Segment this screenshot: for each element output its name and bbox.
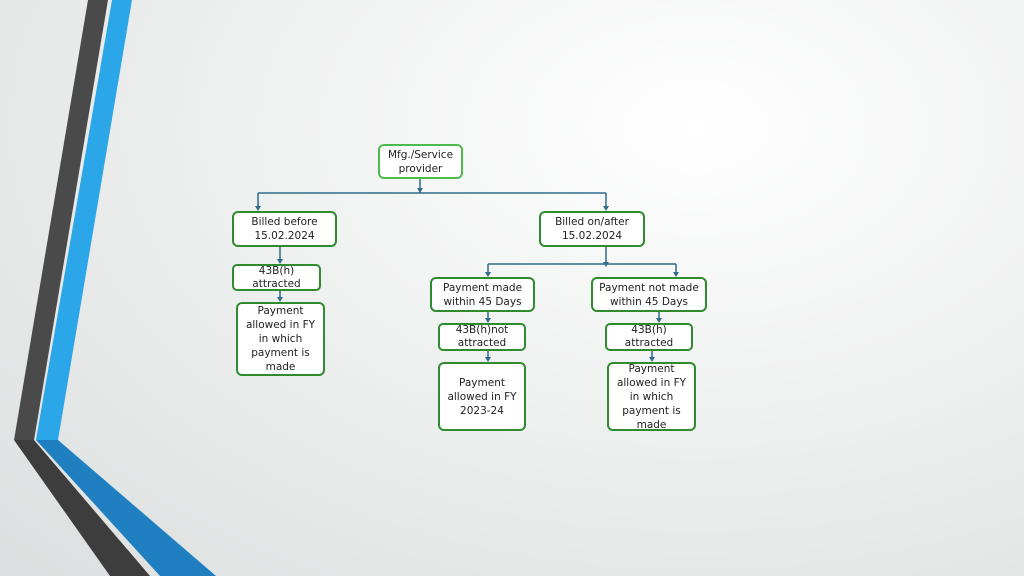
arrowhead-icon [649, 357, 655, 362]
arrowhead-icon [255, 206, 261, 211]
node-before-payment-allowed: Payment allowed in FY in which payment i… [236, 302, 325, 376]
arrowhead-icon [485, 357, 491, 362]
arrowhead-icon [485, 272, 491, 277]
node-billed-before: Billed before 15.02.2024 [232, 211, 337, 247]
dark-diagonal-stripe [14, 0, 108, 440]
arrowhead-icon [603, 262, 609, 267]
node-before-43bh-attracted: 43B(h) attracted [232, 264, 321, 291]
node-mfg-service-provider: Mfg./Service provider [378, 144, 463, 179]
arrowhead-icon [656, 318, 662, 323]
dark-lower-stripe [14, 440, 150, 576]
node-made-payment-allowed: Payment allowed in FY 2023-24 [438, 362, 526, 431]
node-payment-made-within: Payment made within 45 Days [430, 277, 535, 312]
arrowhead-icon [417, 188, 423, 193]
arrowhead-icon [277, 297, 283, 302]
blue-lower-stripe [36, 440, 216, 576]
node-made-43bh-not-attracted: 43B(h)not attracted [438, 323, 526, 351]
connector-group [255, 179, 679, 362]
node-not-made-payment-allowed: Payment allowed in FY in which payment i… [607, 362, 696, 431]
arrowhead-icon [673, 272, 679, 277]
arrowhead-icon [277, 259, 283, 264]
node-billed-on-after: Billed on/after 15.02.2024 [539, 211, 645, 247]
blue-diagonal-stripe [36, 0, 132, 440]
arrowhead-icon [603, 206, 609, 211]
node-payment-not-made-within: Payment not made within 45 Days [591, 277, 707, 312]
node-not-made-43bh-attracted: 43B(h) attracted [605, 323, 693, 351]
arrowhead-icon [485, 318, 491, 323]
